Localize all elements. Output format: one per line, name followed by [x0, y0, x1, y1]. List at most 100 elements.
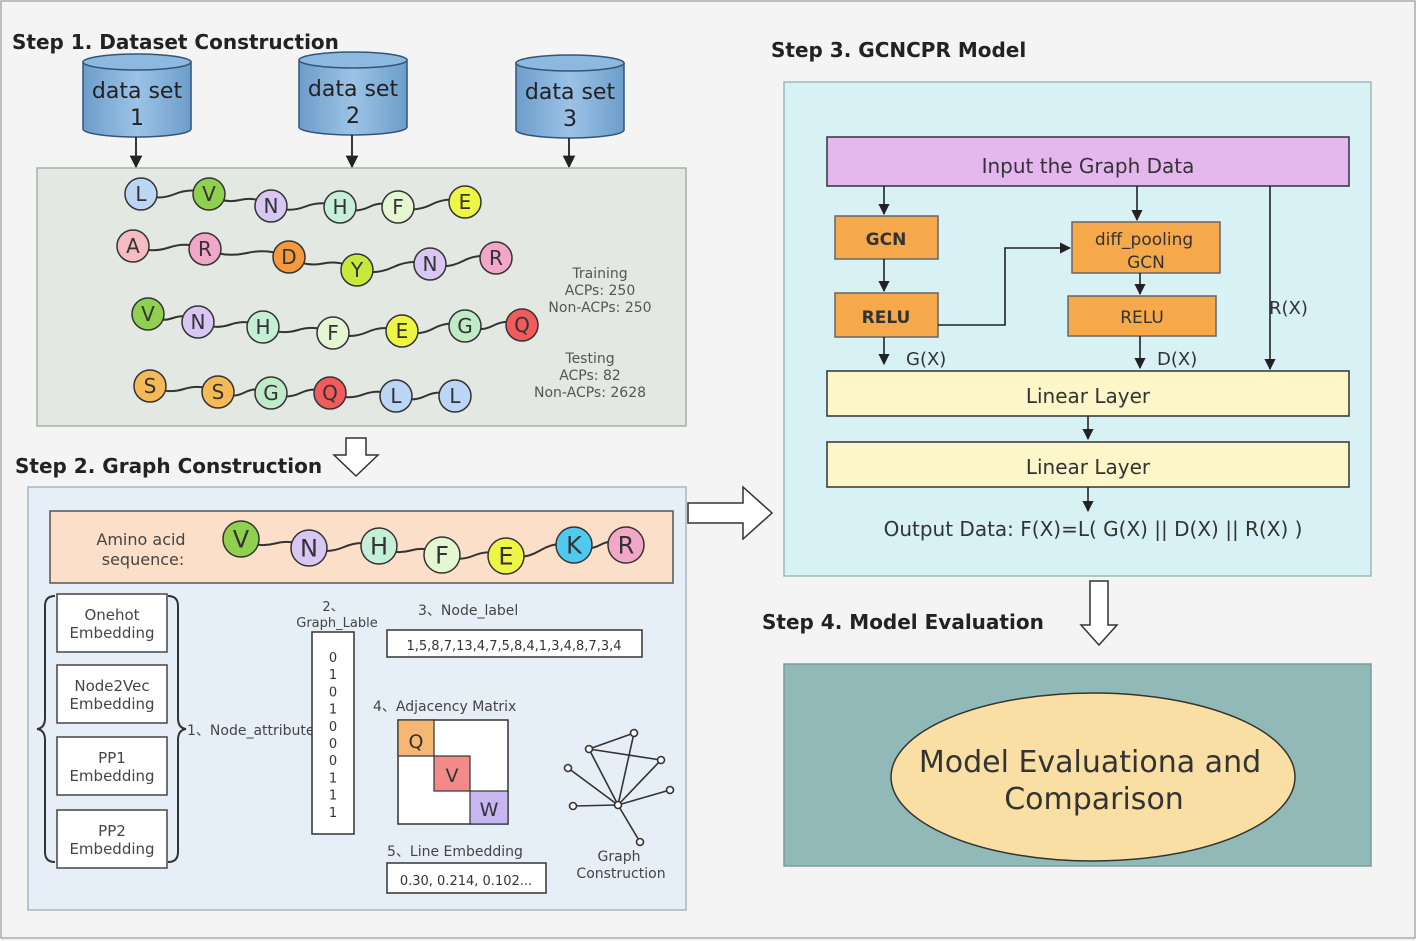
- amino-letter: R: [198, 237, 212, 261]
- evaluation-text-2: Comparison: [1004, 782, 1184, 817]
- linear-layer-1-text: Linear Layer: [1026, 384, 1151, 408]
- training-acps: ACPs: 250: [565, 283, 636, 299]
- amino-letter: R: [489, 246, 503, 270]
- adjacency-w-text: W: [480, 799, 499, 821]
- dataset-label: data set: [525, 80, 616, 105]
- node-label-box: [386, 629, 643, 658]
- embedding-suffix: Embedding: [69, 695, 154, 713]
- amino-node-a: [116, 229, 150, 263]
- amino-node-l: [124, 177, 158, 211]
- embedding-suffix: Embedding: [69, 840, 154, 858]
- amino-letter: D: [281, 245, 296, 269]
- graph-lable-title: Graph_Lable: [296, 616, 377, 631]
- step1-title: Step 1. Dataset Construction: [12, 30, 339, 54]
- amino-letter: Q: [514, 313, 530, 337]
- graph-lable-box: [311, 631, 355, 835]
- amino-letter: L: [135, 182, 147, 206]
- training-non-acps: Non-ACPs: 250: [548, 300, 651, 316]
- amino-letter: E: [396, 319, 409, 343]
- relu-left-box: [834, 292, 939, 338]
- amino-node-e: [487, 537, 525, 575]
- left-brace: [36, 595, 56, 863]
- amino-node-l: [438, 379, 472, 413]
- right-brace: [167, 595, 187, 863]
- amino-letter: V: [202, 182, 216, 206]
- adjacency-title: 4、Adjacency Matrix: [373, 699, 516, 715]
- amino-node-f: [316, 316, 350, 350]
- graph-icon: [563, 728, 675, 847]
- amino-node-n: [254, 189, 288, 223]
- embedding-name: PP1: [98, 749, 126, 767]
- line-embedding-box: [386, 862, 547, 894]
- graph-lable-value: 1: [329, 668, 337, 683]
- diff-pooling-text-1: diff_pooling: [1095, 230, 1193, 250]
- embedding-suffix: Embedding: [69, 624, 154, 642]
- amino-node-r: [479, 241, 513, 275]
- amino-node-r: [188, 232, 222, 266]
- amino-letter: G: [263, 381, 279, 405]
- amino-letter: F: [392, 195, 404, 219]
- amino-letter: E: [498, 543, 513, 571]
- dx-label: D(X): [1157, 349, 1197, 370]
- amino-node-e: [448, 185, 482, 219]
- amino-letter: V: [233, 526, 250, 554]
- graph-lable-value: 0: [329, 720, 337, 735]
- diff-pooling-text-2: GCN: [1127, 253, 1165, 273]
- amino-node-q: [505, 308, 539, 342]
- embedding-name: PP2: [98, 822, 126, 840]
- embedding-name: Node2Vec: [74, 677, 149, 695]
- amino-label-1: Amino acid: [96, 530, 185, 549]
- dataset-number: 2: [346, 104, 360, 129]
- dataset-label: data set: [308, 77, 399, 102]
- linear-layer-2-text: Linear Layer: [1026, 455, 1151, 479]
- amino-node-d: [272, 240, 306, 274]
- amino-letter: Q: [322, 381, 338, 405]
- dataset-number: 3: [563, 107, 577, 132]
- linear-layer-1: [826, 370, 1350, 417]
- amino-node-v: [131, 297, 165, 331]
- embedding-name: Onehot: [84, 606, 139, 624]
- graph-construction-1: Graph: [598, 849, 641, 865]
- input-graph-box: [826, 136, 1350, 187]
- amino-node-h: [360, 527, 398, 565]
- relu-left-text: RELU: [862, 308, 911, 328]
- embedding-suffix: Embedding: [69, 767, 154, 785]
- evaluation-ellipse: [890, 692, 1296, 862]
- relu-right-box: [1067, 295, 1217, 337]
- amino-node-g: [448, 309, 482, 343]
- amino-node-r: [607, 526, 645, 564]
- amino-label-2: sequence:: [102, 550, 185, 569]
- adjacency-cell-w: [469, 790, 509, 825]
- amino-node-e: [385, 314, 419, 348]
- amino-letter: L: [390, 384, 402, 408]
- amino-letter: G: [457, 314, 473, 338]
- graph-lable-value: 1: [329, 806, 337, 821]
- input-graph-text: Input the Graph Data: [982, 154, 1195, 178]
- testing-non-acps: Non-ACPs: 2628: [534, 385, 646, 401]
- amino-node-k: [555, 526, 593, 564]
- amino-letter: H: [255, 315, 270, 339]
- line-embedding-value: 0.30, 0.214, 0.102...: [400, 874, 532, 889]
- output-data-text: Output Data: F(X)=L( G(X) || D(X) || R(X…: [884, 517, 1303, 541]
- amino-letter: S: [144, 374, 157, 398]
- amino-letter: N: [264, 194, 279, 218]
- amino-letter: V: [141, 302, 155, 326]
- graph-lable-value: 1: [329, 771, 337, 786]
- down-arrow-1: [332, 437, 380, 478]
- model-arrows: [878, 186, 1276, 513]
- graph-lable-value: 0: [329, 651, 337, 666]
- amino-node-q: [313, 376, 347, 410]
- amino-letter: F: [435, 542, 449, 570]
- relu-right-text: RELU: [1120, 308, 1164, 328]
- graph-lable-value: 0: [329, 737, 337, 752]
